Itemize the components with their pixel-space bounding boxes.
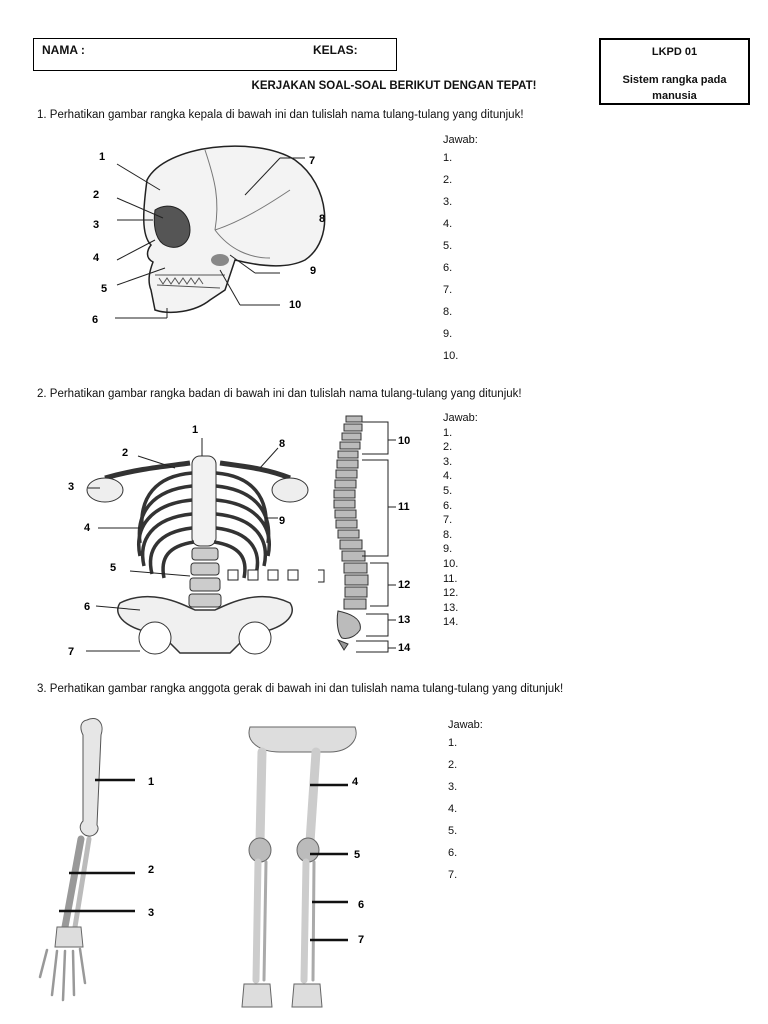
q3-answer-list: Jawab: 1. 2. 3. 4. 5. 6. 7. xyxy=(448,718,483,886)
torso-label-7: 7 xyxy=(68,646,74,658)
skull-label-10: 10 xyxy=(289,299,301,311)
q3-answer-7[interactable]: 7. xyxy=(448,869,458,881)
skull-label-1: 1 xyxy=(99,151,105,163)
q2-answer-2[interactable]: 2. xyxy=(443,441,453,454)
q2-answer-9[interactable]: 9. xyxy=(443,543,453,556)
arm-label-3: 3 xyxy=(148,907,154,919)
spine-label-11: 11 xyxy=(398,501,410,513)
q2-answer-8[interactable]: 8. xyxy=(443,528,453,541)
q2-answer-list: Jawab: 1. 2. 3. 4. 5. 6. 7. 8. 9. 10. 11… xyxy=(443,411,478,630)
spine-label-10: 10 xyxy=(398,435,410,447)
q2-answer-3[interactable]: 3. xyxy=(443,455,453,468)
q1-answer-1[interactable]: 1. xyxy=(443,152,453,164)
skull-label-9: 9 xyxy=(310,265,316,277)
skull-label-2: 2 xyxy=(93,189,99,201)
arm-figure: 1 2 3 xyxy=(38,718,154,1002)
q1-answer-4[interactable]: 4. xyxy=(443,218,453,230)
leg-label-4: 4 xyxy=(352,776,359,788)
q1-jawab-label: Jawab: xyxy=(443,134,478,146)
arm-label-1: 1 xyxy=(148,776,154,788)
q2-answer-11[interactable]: 11. xyxy=(443,572,458,585)
leg-label-6: 6 xyxy=(358,899,364,911)
q2-answer-1[interactable]: 1. xyxy=(443,426,453,439)
q2-answer-6[interactable]: 6. xyxy=(443,499,453,512)
q2-answer-12[interactable]: 12. xyxy=(443,587,459,600)
q1-answer-6[interactable]: 6. xyxy=(443,262,453,274)
lkpd-box xyxy=(599,38,750,105)
q2-answer-4[interactable]: 4. xyxy=(443,470,453,483)
q1-answer-8[interactable]: 8. xyxy=(443,306,453,318)
instruction-heading: KERJAKAN SOAL-SOAL BERIKUT DENGAN TEPAT! xyxy=(251,80,537,92)
q3-answer-6[interactable]: 6. xyxy=(448,847,458,859)
q1-answer-9[interactable]: 9. xyxy=(443,328,453,340)
kelas-label: KELAS: xyxy=(313,43,358,57)
skull-label-3: 3 xyxy=(93,219,99,231)
spine-label-14: 14 xyxy=(398,642,411,654)
torso-label-8: 8 xyxy=(279,438,285,450)
skull-figure: 1 2 3 4 5 6 7 8 9 10 xyxy=(92,145,326,326)
spine-label-12: 12 xyxy=(398,579,410,591)
q1-answer-2[interactable]: 2. xyxy=(443,174,453,186)
q1-answer-list: Jawab: 1. 2. 3. 4. 5. 6. 7. 8. 9. 10. xyxy=(443,133,478,367)
skull-label-6: 6 xyxy=(92,314,98,326)
q1-answer-5[interactable]: 5. xyxy=(443,240,453,252)
legs-figure: 4 5 6 7 xyxy=(241,726,364,1008)
q2-answer-14[interactable]: 14. xyxy=(443,616,459,629)
q2-answer-10[interactable]: 10. xyxy=(443,557,459,570)
spine-figure: 10 11 12 13 14 xyxy=(333,415,411,654)
torso-label-9: 9 xyxy=(279,515,285,527)
q3-answer-2[interactable]: 2. xyxy=(448,759,458,771)
nama-label: NAMA : xyxy=(42,43,85,57)
q3-answer-4[interactable]: 4. xyxy=(448,803,458,815)
arm-label-2: 2 xyxy=(148,864,154,876)
torso-label-6: 6 xyxy=(84,601,90,613)
q3-jawab-label: Jawab: xyxy=(448,719,483,731)
spine-label-13: 13 xyxy=(398,614,410,626)
skull-label-7: 7 xyxy=(309,155,315,167)
leg-label-5: 5 xyxy=(354,849,360,861)
q1-answer-3[interactable]: 3. xyxy=(443,196,453,208)
torso-label-5: 5 xyxy=(110,562,116,574)
q3-answer-1[interactable]: 1. xyxy=(448,737,458,749)
torso-label-3: 3 xyxy=(68,481,74,493)
skull-label-8: 8 xyxy=(319,213,325,225)
q3-answer-5[interactable]: 5. xyxy=(448,825,458,837)
q2-answer-7[interactable]: 7. xyxy=(443,514,453,527)
identity-box xyxy=(33,38,397,71)
q1-answer-7[interactable]: 7. xyxy=(443,284,453,296)
lkpd-subtitle: Sistem rangka pada manusia xyxy=(622,74,727,102)
q3-answer-3[interactable]: 3. xyxy=(448,781,458,793)
q2-answer-13[interactable]: 13. xyxy=(443,601,459,614)
torso-label-2: 2 xyxy=(122,447,128,459)
q1-answer-10[interactable]: 10. xyxy=(443,350,459,362)
question-1-text: 1. Perhatikan gambar rangka kepala di ba… xyxy=(37,109,524,121)
skull-label-4: 4 xyxy=(93,252,100,264)
question-3-text: 3. Perhatikan gambar rangka anggota gera… xyxy=(37,683,564,695)
torso-label-4: 4 xyxy=(84,522,91,534)
torso-figure: 1 2 3 4 5 6 7 8 9 xyxy=(68,424,325,658)
leg-label-7: 7 xyxy=(358,934,364,946)
q2-jawab-label: Jawab: xyxy=(443,412,478,424)
question-2-text: 2. Perhatikan gambar rangka badan di baw… xyxy=(37,388,522,400)
torso-label-1: 1 xyxy=(192,424,198,436)
q2-answer-5[interactable]: 5. xyxy=(443,484,453,497)
lkpd-code: LKPD 01 xyxy=(651,46,698,58)
skull-label-5: 5 xyxy=(101,283,107,295)
